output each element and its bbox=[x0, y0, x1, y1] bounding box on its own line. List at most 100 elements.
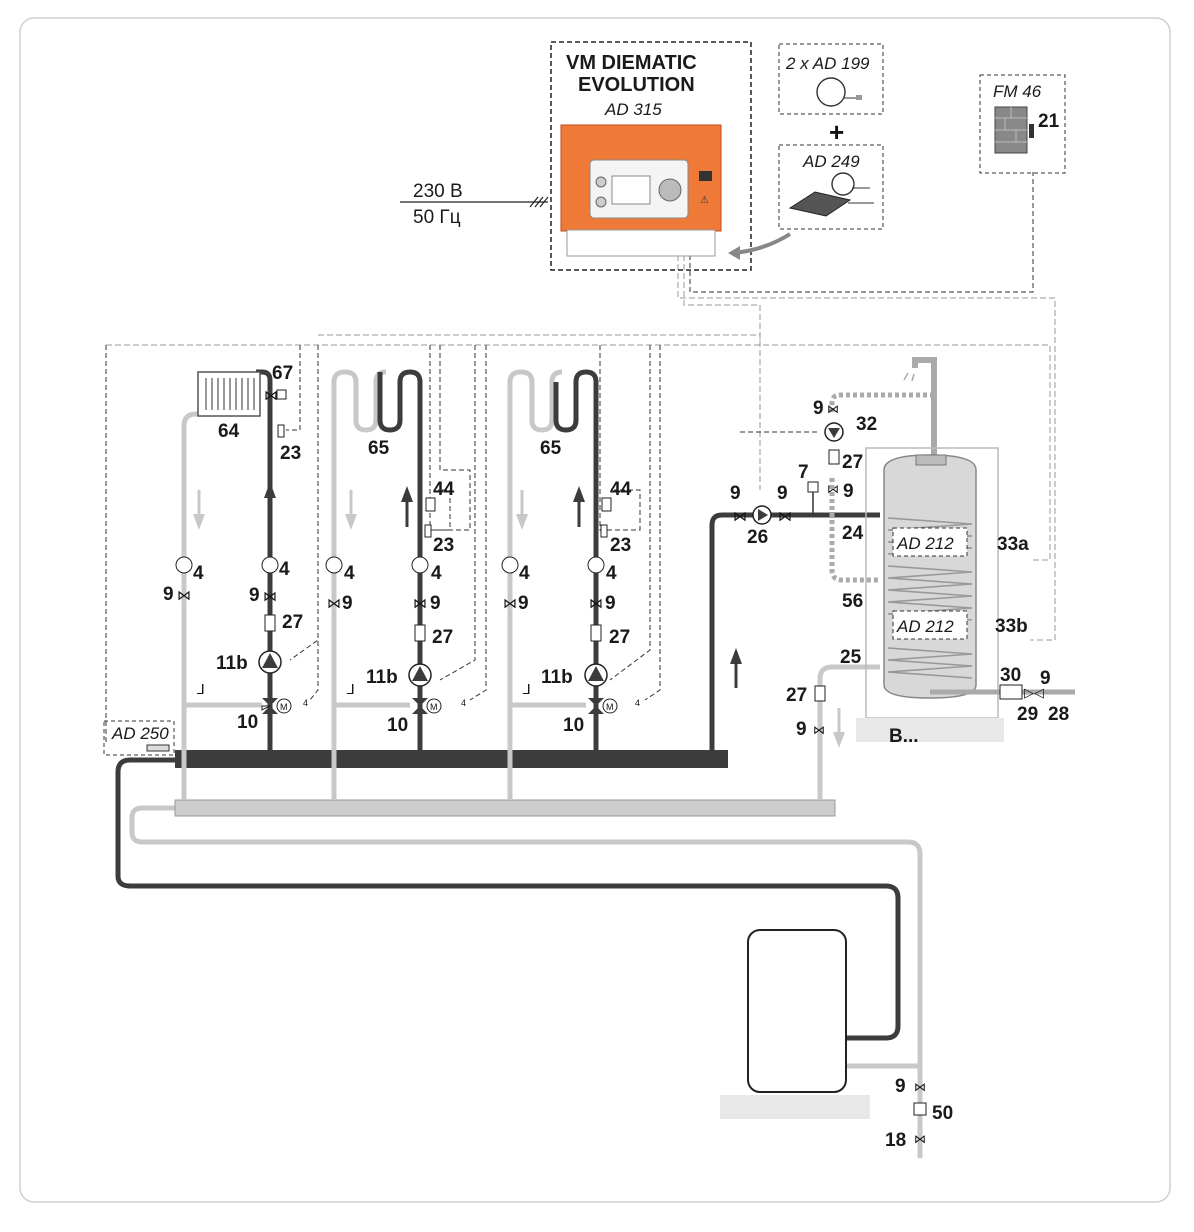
svg-text:M: M bbox=[280, 702, 288, 712]
c1-flow-down-arrow bbox=[193, 514, 205, 530]
c3-mixer-icon bbox=[588, 698, 604, 706]
dhw-circuit: 9 ⋈ 9 ⋈ 26 7 ⋈ 9 24 9 ⋈ 32 27 56 25 27 9… bbox=[709, 357, 937, 800]
c1-gauge-ret: 4 bbox=[193, 563, 204, 584]
controller-display-icon bbox=[699, 171, 712, 181]
controller: VM DIEMATIC EVOLUTION AD 315 ⚠ bbox=[550, 41, 752, 271]
svg-text:⋈: ⋈ bbox=[914, 1080, 926, 1094]
c2-mixer-icon bbox=[412, 698, 428, 706]
boiler-valve2: 18 bbox=[885, 1130, 906, 1151]
svg-text:⋈: ⋈ bbox=[177, 587, 191, 603]
dhw-check-ret: 27 bbox=[786, 685, 807, 706]
c1-check-icon bbox=[264, 614, 276, 632]
accessory-sensors: 2 x AD 199 bbox=[778, 43, 884, 115]
svg-text:⋈: ⋈ bbox=[733, 508, 747, 524]
controller-title-2: EVOLUTION bbox=[578, 74, 695, 96]
c3-gauge-ret: 4 bbox=[519, 563, 530, 584]
boiler-base bbox=[720, 1095, 870, 1119]
dhw-cold-in: 28 bbox=[1048, 704, 1069, 725]
dhw-valve-vent: 9 bbox=[843, 481, 854, 502]
accessory-module-item: 21 bbox=[1038, 111, 1060, 132]
svg-text:⋈: ⋈ bbox=[413, 595, 427, 611]
tank-base bbox=[856, 718, 1004, 742]
svg-text:▷◁: ▷◁ bbox=[1024, 685, 1044, 700]
dhw-check-top: 27 bbox=[842, 452, 863, 473]
accessory-module: FM 46 21 bbox=[979, 74, 1066, 174]
svg-text:⅃: ⅃ bbox=[523, 681, 531, 697]
svg-text:⅃: ⅃ bbox=[347, 681, 355, 697]
boiler: 9 ⋈ 50 18 ⋈ bbox=[720, 929, 953, 1151]
svg-text:⋈: ⋈ bbox=[327, 595, 341, 611]
c1-gauge-sup: 4 bbox=[279, 559, 290, 580]
accessory-sensors-label: 2 x AD 199 bbox=[785, 54, 870, 73]
accessory-module-label: FM 46 bbox=[993, 82, 1042, 101]
svg-text:⋈: ⋈ bbox=[263, 588, 277, 604]
c3-gauge-sup: 4 bbox=[606, 563, 617, 584]
c3-valve-sup: 9 bbox=[605, 593, 616, 614]
sensor-b-label: AD 212 bbox=[896, 617, 954, 636]
power-voltage: 230 В bbox=[413, 181, 463, 202]
c1-pump: 11b bbox=[216, 653, 248, 674]
c3-pump: 11b bbox=[541, 667, 573, 688]
c2-valve-sup: 9 bbox=[430, 593, 441, 614]
svg-text:M: M bbox=[606, 702, 614, 712]
tank-label: B... bbox=[889, 726, 919, 747]
c3-wires: 4 bbox=[635, 698, 640, 708]
c1-mixer: 10 bbox=[237, 712, 258, 733]
svg-text:M: M bbox=[430, 702, 438, 712]
boiler-body bbox=[747, 929, 847, 1093]
c2-mixer: 10 bbox=[387, 715, 408, 736]
radiator-icon bbox=[197, 371, 261, 417]
c2-valve-ret: 9 bbox=[342, 593, 353, 614]
sensor-a-label: AD 212 bbox=[896, 534, 954, 553]
c3-valve-ret: 9 bbox=[518, 593, 529, 614]
dhw-safety: 29 bbox=[1017, 704, 1038, 725]
svg-text:⋈: ⋈ bbox=[778, 508, 792, 524]
sensor-cable-icon bbox=[816, 77, 846, 107]
c3-gauge-return-icon bbox=[501, 556, 519, 574]
svg-text:⋈: ⋈ bbox=[589, 595, 603, 611]
accessory-plus: + bbox=[829, 117, 844, 147]
dhw-tank: B... AD 212 33a AD 212 33b 30 9 ▷◁ 29 28 bbox=[856, 447, 1075, 747]
header-sensor-label: AD 250 bbox=[111, 724, 169, 743]
c2-check-icon bbox=[414, 624, 426, 642]
c2-wires: 4 bbox=[461, 698, 466, 708]
c1-flow-up-arrow bbox=[264, 482, 276, 498]
supply-header bbox=[175, 750, 728, 768]
controller-frame bbox=[550, 41, 752, 271]
recirc-line bbox=[829, 392, 934, 415]
tap-icon bbox=[912, 357, 937, 455]
c1-radiator: 64 bbox=[218, 421, 240, 442]
c2-gauge-supply-icon bbox=[411, 556, 429, 574]
c1-valve: 67 bbox=[272, 363, 293, 384]
c2-check: 27 bbox=[432, 627, 453, 648]
circuit-board-icon bbox=[788, 191, 852, 217]
sensor-b-id: 33b bbox=[995, 616, 1028, 637]
circuit-3: 65 44 23 4 4 ⋈ 9 ⋈ 9 27 11b M 10 4 ⅃ bbox=[501, 369, 640, 800]
c1-mixer-icon bbox=[262, 698, 278, 706]
sensor-a-id: 33a bbox=[997, 534, 1029, 555]
svg-text:⋈: ⋈ bbox=[503, 595, 517, 611]
accessory-board: AD 249 bbox=[778, 144, 884, 230]
boiler-valve1: 9 bbox=[895, 1076, 906, 1097]
c1-check: 27 bbox=[282, 612, 303, 633]
svg-text:⋈: ⋈ bbox=[914, 1132, 926, 1146]
c3-floor: 65 bbox=[540, 438, 562, 459]
dhw-inlet: 24 bbox=[842, 523, 864, 544]
dhw-valve-right: 9 bbox=[777, 483, 788, 504]
controller-knob-icon bbox=[658, 178, 682, 202]
c1-gauge-return-icon bbox=[175, 556, 193, 574]
dhw-valve-left: 9 bbox=[730, 483, 741, 504]
controller-title-1: VM DIEMATIC bbox=[566, 52, 697, 74]
circuit-1: 64 67 ⋈ 23 4 4 9 ⋈ 9 ⋈ 27 11b M 10 4 ⅃ bbox=[163, 363, 308, 800]
controller-model: AD 315 bbox=[604, 100, 662, 119]
dhw-return: 25 bbox=[840, 647, 862, 668]
svg-text:⅃: ⅃ bbox=[197, 681, 205, 697]
control-wiring bbox=[105, 172, 1056, 745]
c3-mixer: 10 bbox=[563, 715, 584, 736]
svg-text:⋈: ⋈ bbox=[827, 402, 839, 416]
accessory-board-label: AD 249 bbox=[802, 152, 860, 171]
c2-thermo: 23 bbox=[433, 535, 454, 556]
dhw-valve-ret: 9 bbox=[796, 719, 807, 740]
c1-wires: 4 bbox=[303, 698, 308, 708]
